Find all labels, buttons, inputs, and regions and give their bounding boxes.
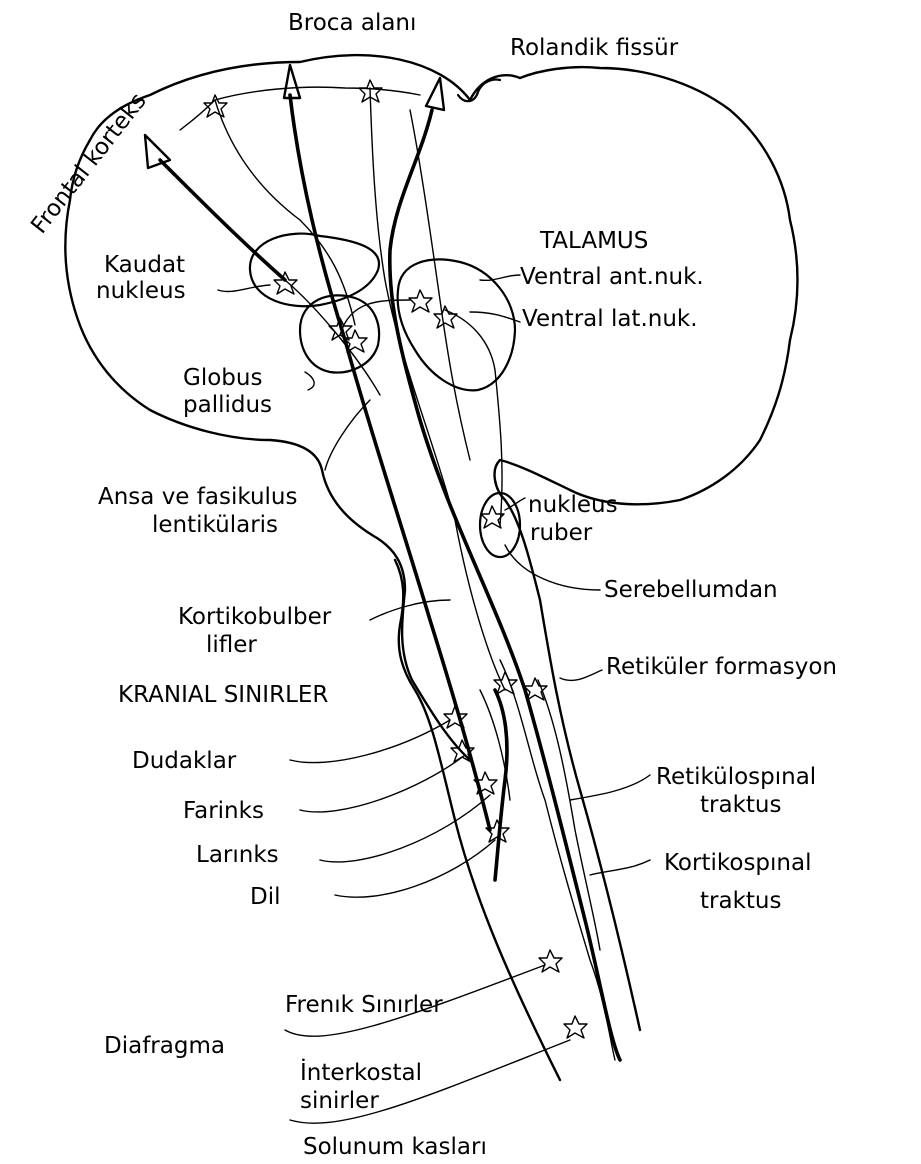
label-retikuler: Retiküler formasyon — [606, 654, 837, 680]
label-retikulospinal-2: traktus — [700, 792, 781, 818]
label-kortikobulber-2: lifler — [206, 632, 257, 658]
label-dil: Dil — [250, 884, 281, 910]
label-ruber-2: ruber — [530, 520, 593, 546]
label-globus-2: pallidus — [183, 392, 272, 418]
label-talamus: TALAMUS — [539, 228, 648, 254]
broca-arrow-right — [426, 78, 444, 110]
label-larinks: Larınks — [196, 842, 279, 868]
label-kortikospinal-1: Kortikospınal — [664, 850, 811, 876]
label-kaudat-1: Kaudat — [104, 252, 185, 278]
label-ansa-1: Ansa ve fasikulus — [98, 484, 297, 510]
label-interkostal-1: İnterkostal — [300, 1058, 422, 1086]
label-kortikospinal-2: traktus — [700, 888, 781, 914]
label-diafragma: Diafragma — [104, 1033, 225, 1059]
label-rolandic: Rolandik fissür — [510, 35, 679, 61]
broca-arrow-left — [284, 65, 300, 98]
label-ansa-2: lentikülaris — [152, 512, 278, 538]
label-kaudat-2: nukleus — [96, 278, 186, 304]
frontal-arrow — [145, 135, 170, 168]
label-ventral-ant: Ventral ant.nuk. — [520, 264, 704, 290]
rolandic-notch — [458, 80, 500, 102]
label-serebellum: Serebellumdan — [604, 577, 778, 603]
label-retikulospinal-1: Retikülospınal — [656, 764, 816, 790]
label-ventral-lat: Ventral lat.nuk. — [522, 306, 698, 332]
label-farinks: Farinks — [183, 798, 264, 824]
label-ruber-1: nukleus — [528, 492, 618, 518]
label-frontal: Frontal korteks — [26, 88, 151, 238]
label-interkostal-2: sinirler — [300, 1088, 379, 1114]
label-kortikobulber-1: Kortikobulber — [178, 604, 332, 630]
label-broca: Broca alanı — [288, 10, 416, 36]
label-frenik: Frenık Sınırler — [285, 992, 443, 1018]
caudate-nucleus — [250, 234, 379, 307]
label-solunum: Solunum kasları — [303, 1134, 487, 1160]
label-dudaklar: Dudaklar — [132, 748, 237, 774]
label-globus-1: Globus — [183, 365, 262, 391]
label-kranial: KRANIAL SINIRLER — [118, 682, 328, 708]
